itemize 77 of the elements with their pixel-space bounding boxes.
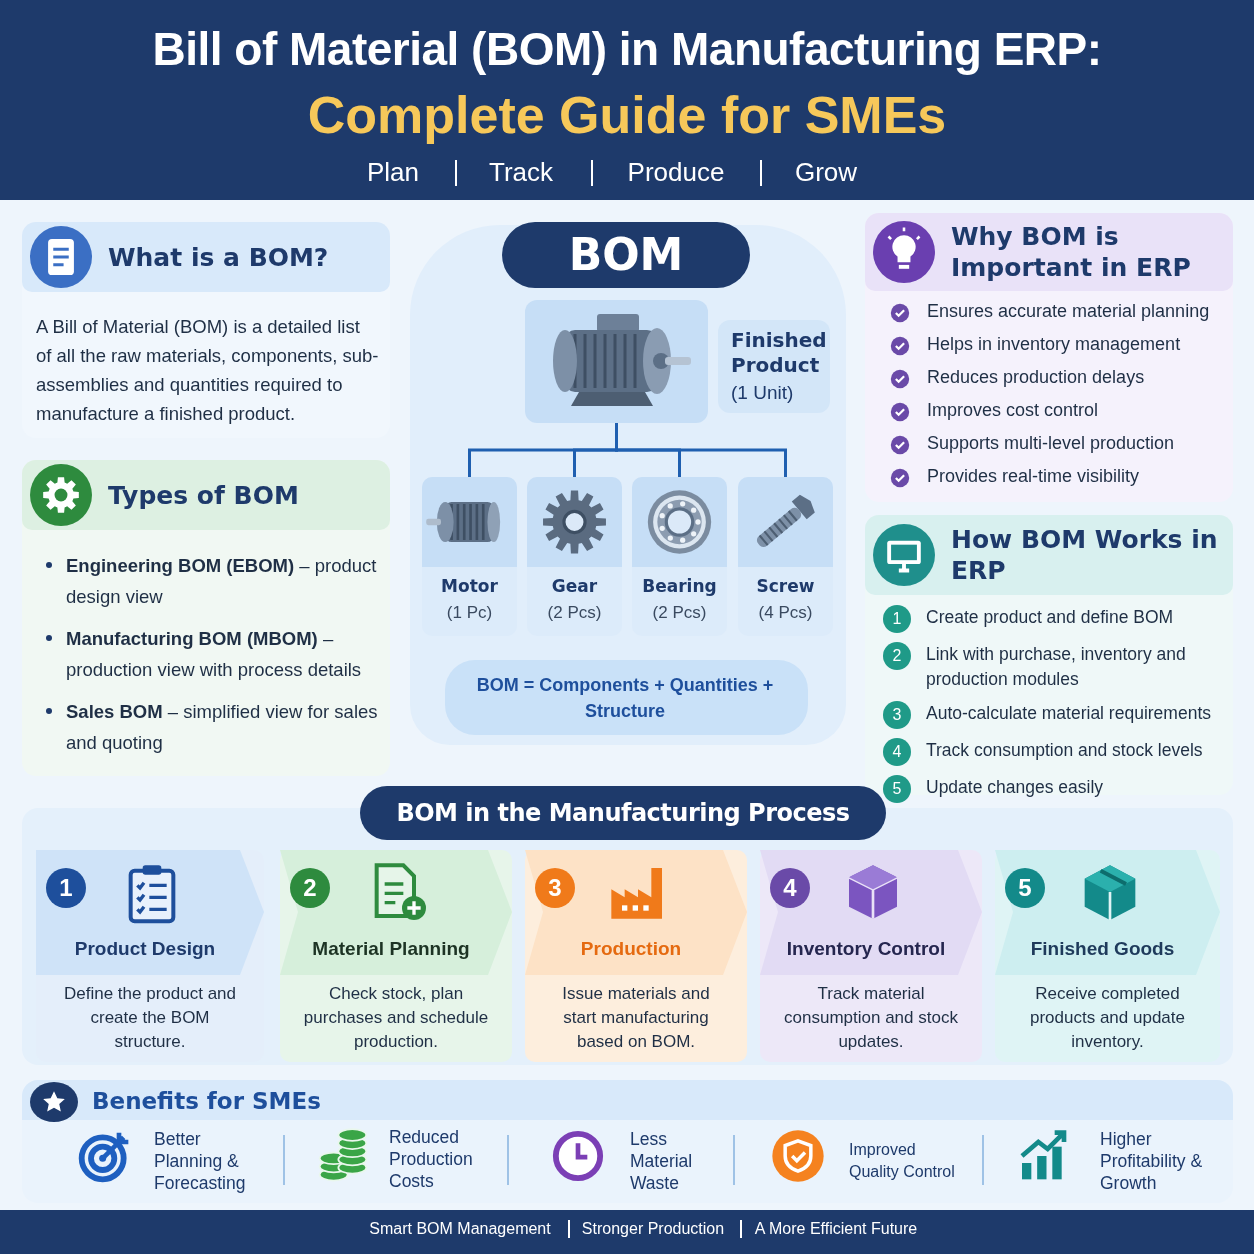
benefit-text: Better Planning & Forecasting	[154, 1128, 247, 1194]
component-name: Motor	[440, 575, 499, 597]
tagline-word: Plan	[367, 156, 419, 188]
tagline-word: Track	[489, 156, 553, 188]
benefit-text: Improved Quality Control	[849, 1140, 956, 1182]
bom-panel	[410, 225, 846, 745]
list-item: Create product and define BOM	[926, 606, 1175, 629]
process-step-card	[760, 850, 982, 1062]
list-item: Link with purchase, inventory and production modules	[926, 643, 1187, 691]
panel-heading: Types of BOM	[108, 479, 300, 511]
step-description: Issue materials and start manufacturing based on BOM.	[561, 983, 711, 1053]
footer-text: Stronger Production	[581, 1220, 725, 1238]
step-description: Define the product and create the BOM structure.	[63, 983, 237, 1053]
step-description: Check stock, plan purchases and schedule production.	[302, 983, 490, 1053]
step-title: Production	[579, 937, 683, 961]
list-item: Ensures accurate material planning	[927, 300, 1211, 323]
product-image-card	[525, 300, 708, 423]
subtitle: Complete Guide for SMEs	[307, 85, 947, 145]
step-title: Finished Goods	[1029, 937, 1176, 961]
list-item: Auto-calculate material requirements	[926, 702, 1212, 725]
benefits-panel	[22, 1080, 1233, 1203]
process-step-card	[525, 850, 747, 1062]
bom-heading: BOM	[502, 222, 750, 288]
component-name: Screw	[755, 575, 816, 597]
title: Bill of Material (BOM) in Manufacturing ERP:	[151, 22, 1103, 76]
info-panel	[22, 460, 390, 776]
step-number: 5	[883, 775, 911, 803]
component-card	[632, 477, 727, 636]
step-description: Receive completed products and update inventory.	[1029, 983, 1186, 1053]
footer-text: Smart BOM Management	[369, 1220, 551, 1238]
section-heading: Benefits for SMEs	[92, 1087, 321, 1116]
connector-line	[615, 423, 787, 477]
component-card	[422, 477, 517, 636]
step-number: 2	[883, 642, 911, 670]
bullet-text: Engineering BOM (EBOM) – product design view	[66, 554, 378, 609]
bullet-text: Manufacturing BOM (MBOM) – production view with process details	[66, 627, 363, 682]
panel-heading: What is a BOM?	[108, 241, 330, 273]
process-step-card	[995, 850, 1220, 1062]
quantity-text: (2 Pcs)	[546, 602, 603, 624]
step-title: Product Design	[73, 937, 217, 961]
quantity-text: (4 Pcs)	[757, 602, 814, 624]
section-heading: BOM in the Manufacturing Process	[360, 786, 886, 840]
step-number: 1	[883, 605, 911, 633]
step-number: 3	[883, 701, 911, 729]
step-title: Inventory Control	[785, 937, 947, 961]
panel-heading: How BOM Works in ERP	[951, 524, 1219, 586]
benefit-text: Less Material Waste	[630, 1128, 694, 1194]
list-item: Reduces production delays	[927, 366, 1146, 389]
footer-text: A More Efficient Future	[754, 1220, 918, 1238]
list-item: Track consumption and stock levels	[926, 739, 1204, 762]
list-item: Improves cost control	[927, 399, 1100, 422]
info-panel	[865, 213, 1233, 502]
list-item: Provides real-time visibility	[927, 465, 1141, 488]
list-item: Helps in inventory management	[927, 333, 1182, 356]
step-number: 4	[883, 738, 911, 766]
quantity-text: (2 Pcs)	[651, 602, 708, 624]
step-title: Material Planning	[311, 937, 471, 961]
benefit-text: Reduced Production Costs	[389, 1126, 474, 1192]
bullet-text: Sales BOM – simplified view for sales and quoting	[66, 700, 379, 755]
description-text: A Bill of Material (BOM) is a detailed list of all the raw materials, components, sub-assemblies and quantities required to manufacture a finished product.	[36, 315, 380, 426]
list-item: Update changes easily	[926, 776, 1105, 799]
benefit-text: Higher Profitability & Growth	[1100, 1128, 1204, 1194]
component-card	[527, 477, 622, 636]
quantity-text: (1 Unit)	[731, 381, 794, 405]
panel-heading: Why BOM is Important in ERP	[951, 221, 1192, 283]
tagline-word: Grow	[794, 156, 858, 188]
product-name: Finished Product	[731, 328, 826, 378]
list-item: Supports multi-level production	[927, 432, 1176, 455]
step-description: Track material consumption and stock updates.	[783, 983, 959, 1053]
quantity-text: (1 Pc)	[445, 602, 494, 624]
formula-box	[445, 660, 808, 735]
component-card	[738, 477, 833, 636]
tagline-word: Produce	[627, 156, 725, 188]
formula-text: BOM = Components + Quantities + Structure	[475, 673, 775, 723]
process-step-card	[280, 850, 512, 1062]
component-name: Gear	[550, 575, 599, 597]
component-name: Bearing	[641, 575, 718, 597]
